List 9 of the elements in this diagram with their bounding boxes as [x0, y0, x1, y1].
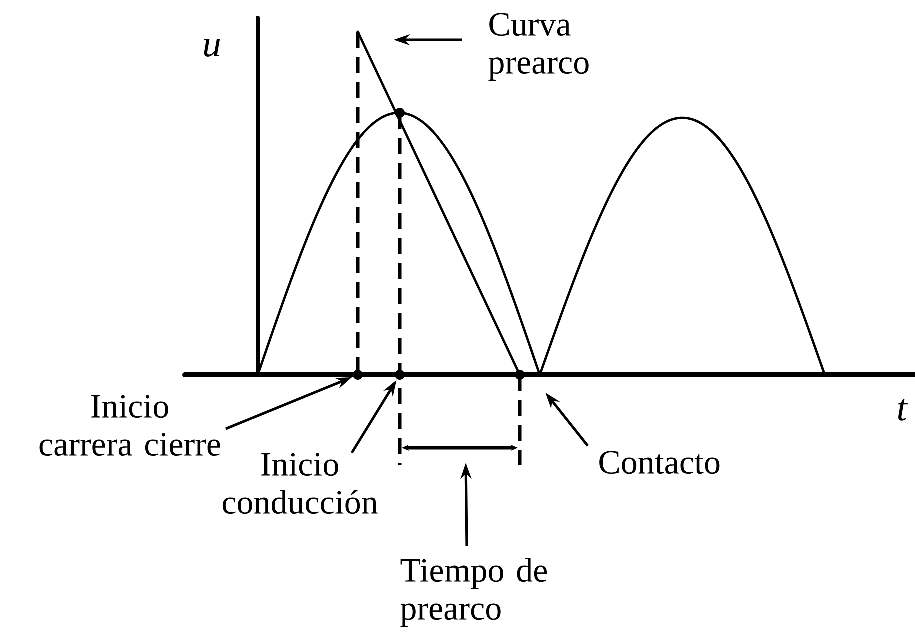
axis-label: t — [898, 399, 908, 421]
callout-label: Tiempo de prearco — [400, 558, 548, 628]
point-marker — [395, 370, 405, 380]
point-marker — [353, 370, 363, 380]
callout-label: Inicio conducción — [222, 453, 378, 514]
callout-label: Curva prearco — [488, 13, 589, 81]
callout-label: Inicio carrera cierre — [40, 395, 220, 456]
callout-label: Contacto — [600, 451, 720, 474]
axis-label: u — [204, 39, 220, 57]
